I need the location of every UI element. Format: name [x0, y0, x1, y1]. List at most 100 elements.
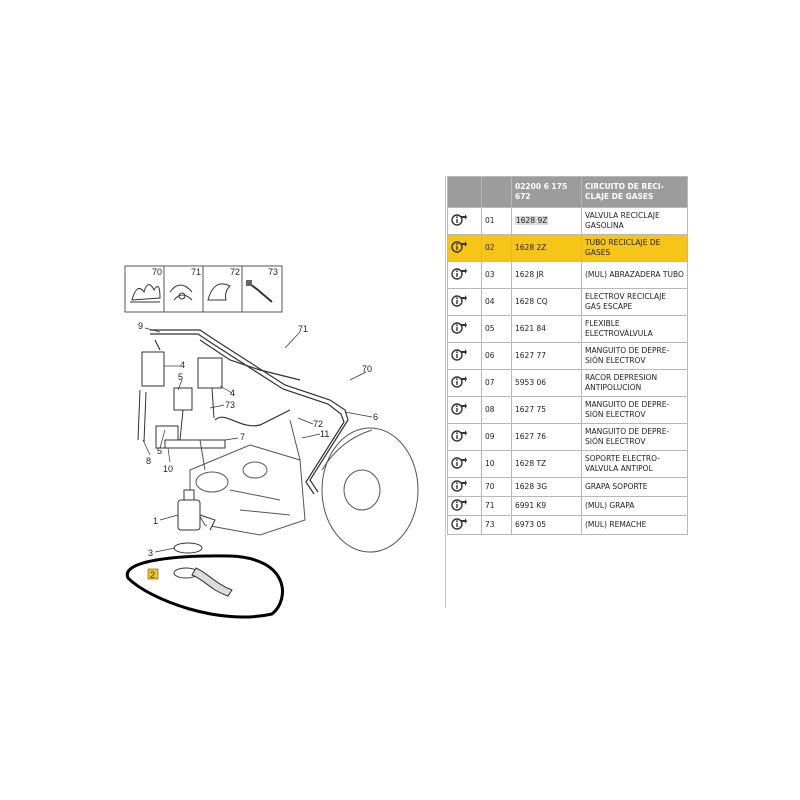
small-parts-inset: 70 71 72 73: [124, 265, 283, 313]
info-arrow-icon[interactable]: [451, 213, 467, 230]
info-arrow-icon[interactable]: [451, 429, 467, 446]
part-ref[interactable]: 1628 CQ: [515, 297, 548, 306]
callout-label: 4: [180, 360, 185, 370]
info-cell[interactable]: [447, 342, 482, 370]
part-ref[interactable]: 1628 2Z: [515, 243, 547, 252]
info-cell[interactable]: [447, 396, 482, 424]
part-ref[interactable]: 1628 TZ: [515, 459, 547, 468]
info-cell[interactable]: [447, 423, 482, 451]
info-cell[interactable]: [447, 288, 482, 316]
info-arrow-icon[interactable]: [451, 517, 467, 534]
part-ref[interactable]: 6991 K9: [515, 501, 547, 510]
info-cell[interactable]: [447, 315, 482, 343]
info-arrow-icon[interactable]: [451, 294, 467, 311]
callout-label: 73: [225, 400, 235, 410]
info-arrow-icon[interactable]: [451, 321, 467, 338]
part-ref-cell: 6991 K9: [511, 496, 582, 516]
divider-line: [445, 176, 446, 608]
part-ref[interactable]: 1627 77: [515, 351, 547, 360]
part-number-cell: 08: [481, 396, 512, 424]
info-arrow-icon[interactable]: [451, 456, 467, 473]
part-number-cell: 09: [481, 423, 512, 451]
inset-label: 71: [191, 267, 201, 277]
part-ref-cell: 1628 9Z: [511, 207, 582, 235]
part-ref[interactable]: 6973 05: [515, 520, 547, 529]
info-cell[interactable]: [447, 496, 482, 516]
part-ref-cell: 1628 JR: [511, 261, 582, 289]
info-arrow-icon[interactable]: [451, 402, 467, 419]
part-number-cell: 03: [481, 261, 512, 289]
part-desc-cell: SOPORTE ELECTRO-VALVULA ANTIPOL: [581, 450, 688, 478]
header-ref: 02200 6 175 672: [511, 176, 582, 208]
part-ref[interactable]: 1628 3G: [515, 482, 548, 491]
part-desc-cell: VALVULA RECICLAJE GASOLINA: [581, 207, 688, 235]
part-number-cell: 06: [481, 342, 512, 370]
part-ref[interactable]: 1628 JR: [515, 270, 544, 279]
inset-label: 70: [152, 267, 162, 277]
part-number-cell: 04: [481, 288, 512, 316]
info-arrow-icon[interactable]: [451, 498, 467, 515]
part-desc-cell: RACOR DEPRESION ANTIPOLUCION: [581, 369, 688, 397]
part-ref[interactable]: 1621 84: [515, 324, 547, 333]
parts-table-header: 02200 6 175 672 CIRCUITO DE RECI-CLAJE D…: [447, 176, 688, 208]
callout-numbers: 9 71 70 4 4 5 73 5 6 8 72 11 7 10 1 3 2: [138, 321, 378, 580]
part-ref[interactable]: 1628 9Z: [515, 216, 549, 225]
info-arrow-icon[interactable]: [451, 267, 467, 284]
parts-table: 02200 6 175 672 CIRCUITO DE RECI-CLAJE D…: [447, 176, 688, 535]
info-cell[interactable]: [447, 369, 482, 397]
header-desc: CIRCUITO DE RECI-CLAJE DE GASES: [581, 176, 688, 208]
info-cell[interactable]: [447, 477, 482, 497]
part-desc-cell: GRAPA SOPORTE: [581, 477, 688, 497]
info-cell[interactable]: [447, 207, 482, 235]
leader-lines: [142, 327, 373, 553]
part-desc-cell: TUBO RECICLAJE DE GASES: [581, 234, 688, 262]
part-ref-cell: 1627 77: [511, 342, 582, 370]
part-desc-cell: (MUL) REMACHE: [581, 515, 688, 535]
part-ref[interactable]: 1627 75: [515, 405, 547, 414]
brake-booster: [321, 427, 419, 553]
header-icon-cell: [447, 176, 482, 208]
vacuum-pipes: [150, 329, 349, 495]
part-desc-cell: (MUL) ABRAZADERA TUBO: [581, 261, 688, 289]
info-cell[interactable]: [447, 234, 482, 262]
part-ref-cell: 5953 06: [511, 369, 582, 397]
info-arrow-icon[interactable]: [451, 240, 467, 257]
part-number-cell: 07: [481, 369, 512, 397]
part-ref-cell: 1628 CQ: [511, 288, 582, 316]
part-ref[interactable]: 1627 76: [515, 432, 547, 441]
callout-label: 2: [150, 570, 155, 580]
info-cell[interactable]: [447, 450, 482, 478]
part-ref-cell: 1627 75: [511, 396, 582, 424]
part-number-cell: 02: [481, 234, 512, 262]
info-arrow-icon[interactable]: [451, 375, 467, 392]
info-cell[interactable]: [447, 515, 482, 535]
info-arrow-icon[interactable]: [451, 479, 467, 496]
callout-label: 4: [230, 388, 235, 398]
part-ref-cell: 1628 3G: [511, 477, 582, 497]
callout-label: 72: [313, 419, 323, 429]
part-desc-cell: MANGUITO DE DEPRE-SIÓN ELECTROV: [581, 396, 688, 424]
part-ref-cell: 1628 TZ: [511, 450, 582, 478]
part-number-cell: 71: [481, 496, 512, 516]
part-desc-cell: ELECTROV RECICLAJE GAS ESCAPE: [581, 288, 688, 316]
egr-tube-highlight: [125, 554, 284, 619]
part-ref-cell: 1627 76: [511, 423, 582, 451]
info-arrow-icon[interactable]: [451, 348, 467, 365]
info-cell[interactable]: [447, 261, 482, 289]
part-ref[interactable]: 5953 06: [515, 378, 547, 387]
